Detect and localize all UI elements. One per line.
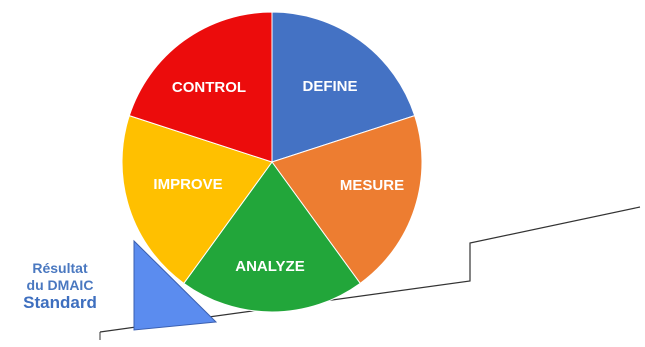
segment-mesure [271, 115, 423, 285]
label-control: CONTROL [172, 79, 246, 96]
label-define: DEFINE [302, 78, 357, 95]
side-note-line3: Standard [23, 293, 97, 312]
segment-define [271, 11, 416, 163]
dmaic-wheel [121, 11, 423, 313]
stopper-wedge [133, 239, 218, 331]
label-improve: IMPROVE [153, 176, 222, 193]
segment-analyze [183, 161, 361, 313]
side-note: Résultat du DMAIC Standard [6, 260, 114, 311]
label-mesure: MESURE [340, 177, 404, 194]
side-note-line1: Résultat [32, 260, 88, 276]
label-analyze: ANALYZE [235, 258, 304, 275]
segment-control [128, 11, 273, 163]
side-note-line2: du DMAIC [26, 277, 94, 293]
segment-improve [121, 115, 273, 285]
